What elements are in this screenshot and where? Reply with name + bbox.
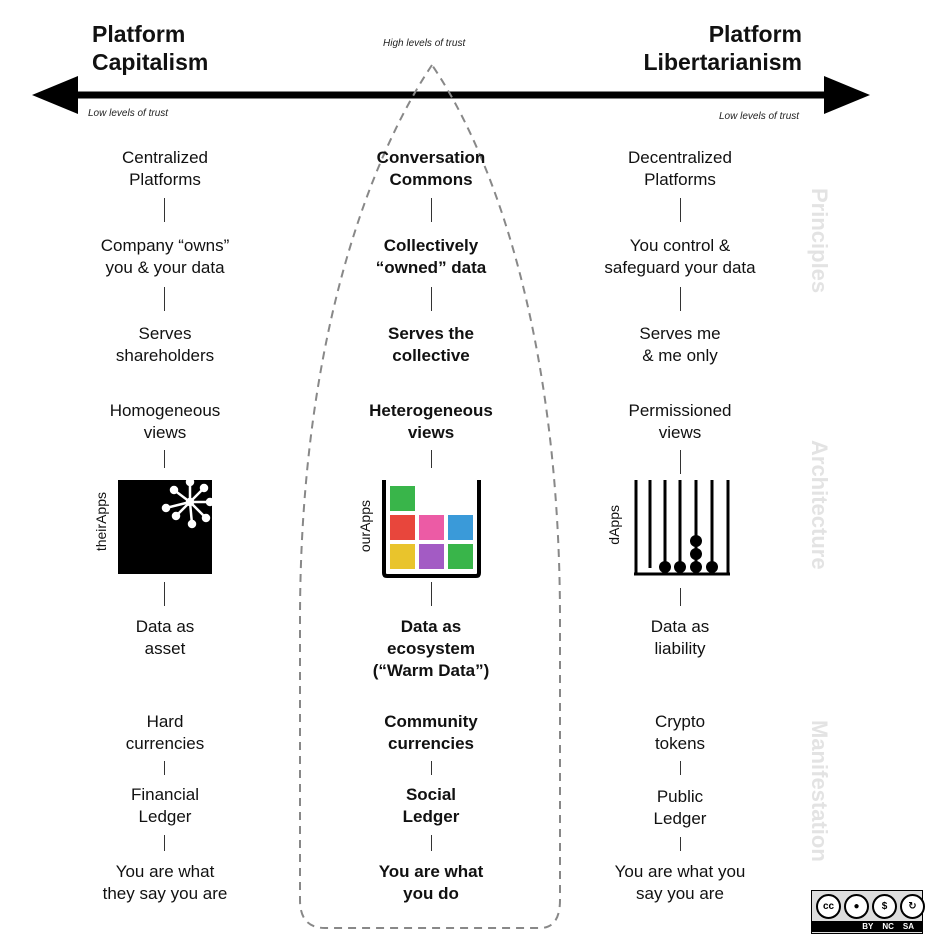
platform-capitalism-title: Platform Capitalism <box>92 21 209 75</box>
low-trust-right-label: Low levels of trust <box>719 111 800 122</box>
attribution-icon: ● <box>844 894 869 919</box>
their-apps-icon <box>118 477 215 574</box>
left-you-are-what-they-say: You are what they say you are <box>102 862 228 903</box>
right-data-as-liability: Data as liability <box>650 617 710 658</box>
center-you-are-what-you-do: You are what you do <box>378 862 484 903</box>
noncommercial-icon: $ <box>872 894 897 919</box>
left-centralized-platforms: Centralized Platforms <box>122 148 208 189</box>
their-apps-label: theirApps <box>93 492 109 552</box>
right-serves-me: Serves me & me only <box>639 324 721 365</box>
left-financial-ledger: Financial Ledger <box>130 785 200 826</box>
left-company-owns-data: Company “owns” you & your data <box>100 236 230 277</box>
platform-libertarianism-title: Platform Libertarianism <box>643 21 803 75</box>
center-serves-collective: Serves the collective <box>388 324 474 365</box>
right-you-are-what-you-say: You are what you say you are <box>614 862 746 903</box>
center-heterogeneous-views: Heterogeneous views <box>369 401 493 442</box>
left-homogeneous-views: Homogeneous views <box>109 401 221 442</box>
left-data-as-asset: Data as asset <box>135 617 195 658</box>
cc-tag-by: BY <box>862 922 874 931</box>
high-trust-label: High levels of trust <box>383 38 466 49</box>
center-data-as-ecosystem: Data as ecosystem (“Warm Data”) <box>372 617 490 680</box>
left-hard-currencies: Hard currencies <box>125 712 205 753</box>
right-crypto-tokens: Crypto tokens <box>654 712 706 753</box>
dapps-icon <box>634 480 730 576</box>
cc-license-tags: BY NC SA <box>812 921 922 932</box>
right-you-control-data: You control & safeguard your data <box>604 236 756 277</box>
center-community-currencies: Community currencies <box>384 712 478 753</box>
cc-icon: cc <box>816 894 841 919</box>
cc-license-badge: cc ● $ ↻ BY NC SA <box>811 890 925 934</box>
manifestation-section-label: Manifestation <box>807 720 832 862</box>
architecture-section-label: Architecture <box>807 440 832 570</box>
right-public-ledger: Public Ledger <box>653 787 707 828</box>
center-social-ledger: Social Ledger <box>402 785 460 826</box>
left-serves-shareholders: Serves shareholders <box>115 324 215 365</box>
cc-tag-nc: NC <box>882 922 894 931</box>
principles-section-label: Principles <box>807 188 832 294</box>
dapps-label: dApps <box>606 505 622 545</box>
center-conversation-commons: Conversation Commons <box>376 148 486 189</box>
cc-tag-sa: SA <box>902 922 914 931</box>
right-permissioned-views: Permissioned views <box>628 401 732 442</box>
low-trust-left-label: Low levels of trust <box>88 108 169 119</box>
center-collectively-owned-data: Collectively “owned” data <box>375 236 487 277</box>
right-decentralized-platforms: Decentralized Platforms <box>628 148 732 189</box>
our-apps-label: ourApps <box>357 500 373 553</box>
our-apps-icon <box>382 480 481 578</box>
high-trust-boundary <box>299 63 561 929</box>
sharealike-icon: ↻ <box>900 894 925 919</box>
